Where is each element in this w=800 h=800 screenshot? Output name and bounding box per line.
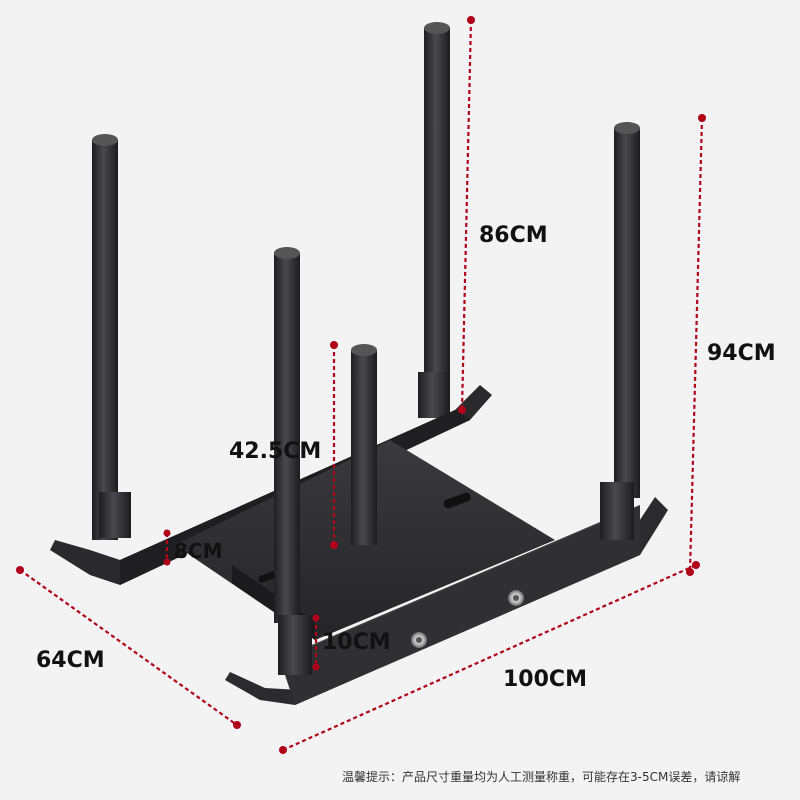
- dim-line-runner-height: [163, 529, 171, 566]
- label-depth: 64CM: [36, 648, 105, 673]
- plate-slot-top: [443, 492, 471, 509]
- weight-sled-frame-icon: [50, 22, 668, 705]
- dimension-lines: [16, 16, 706, 754]
- label-sleeve-height: 10CM: [322, 630, 391, 655]
- label-length: 100CM: [503, 667, 587, 692]
- dim-line-length: [279, 561, 700, 754]
- label-total-height: 94CM: [707, 341, 776, 366]
- left-runner: [50, 385, 492, 585]
- label-center-post: 42.5CM: [229, 439, 321, 464]
- dim-line-post-height: [458, 16, 475, 414]
- front-right-post: [600, 122, 640, 540]
- label-post-height: 86CM: [479, 223, 548, 248]
- back-left-post: [92, 134, 131, 540]
- dim-line-sleeve-height: [312, 614, 320, 671]
- dim-line-depth: [16, 566, 241, 729]
- dim-line-center-post: [330, 341, 338, 549]
- footer-note: 温馨提示：产品尺寸重量均为人工测量称重，可能存在3-5CM误差，请谅解: [342, 769, 740, 784]
- center-post: [351, 344, 377, 545]
- back-right-post: [418, 22, 450, 418]
- label-runner-height: 8CM: [174, 539, 223, 563]
- front-left-post: [274, 247, 312, 675]
- dim-line-total-height: [686, 114, 706, 576]
